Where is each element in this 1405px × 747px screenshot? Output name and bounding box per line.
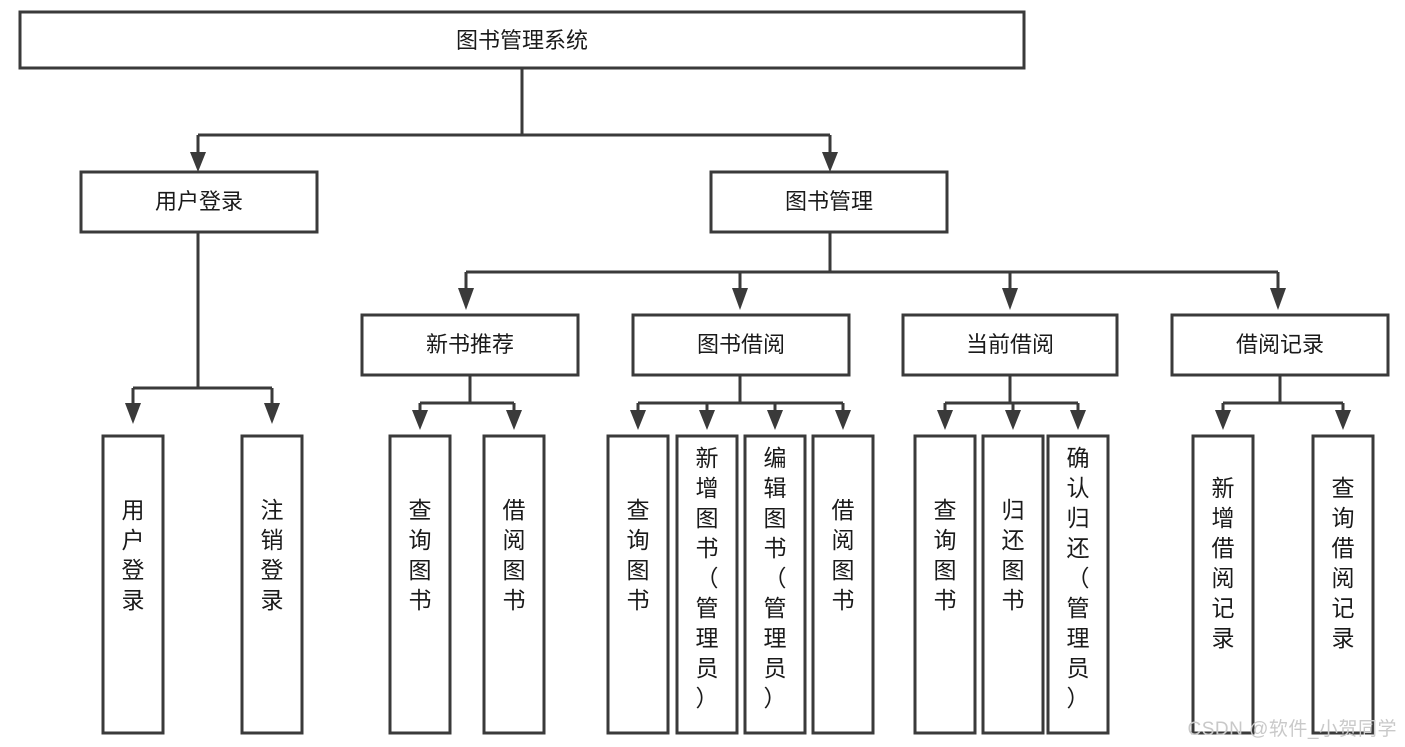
node-new-book-recommend-label: 新书推荐	[426, 332, 514, 357]
arrow-head-current-borrow-leaf-3	[1070, 410, 1086, 430]
leaf-box-add-book-admin	[675, 434, 739, 735]
leaf-label-borrow-book-1: 借阅图书	[503, 497, 526, 613]
leaf-box-add-borrow-record	[1191, 434, 1255, 735]
arrow-head-book-borrow-leaf-3	[767, 410, 783, 430]
arrow-head-borrow-record-leaf-2	[1335, 410, 1351, 430]
node-current-borrow-box	[901, 313, 1119, 377]
node-borrow-record-box	[1170, 313, 1390, 377]
leaf-node[interactable]: 查询图书	[913, 434, 977, 735]
leaf-label-add-borrow-record: 新增借阅记录	[1212, 475, 1235, 651]
leaf-node[interactable]: 注销登录	[240, 434, 304, 735]
leaf-node[interactable]: 确认归还（管理员）	[1046, 434, 1110, 735]
leaf-label-add-book-admin: 新增图书（管理员）	[696, 445, 719, 711]
arrow-head-book-mgmt	[822, 152, 838, 172]
arrow-head-leaf-logout	[264, 403, 280, 424]
leaf-node[interactable]: 新增借阅记录	[1191, 434, 1255, 735]
leaf-label-return-book: 归还图书	[1002, 497, 1025, 613]
leaf-label-query-book-2: 查询图书	[627, 497, 650, 613]
node-user-login-box	[79, 170, 319, 234]
leaf-node[interactable]: 查询图书	[388, 434, 452, 735]
leaf-label-edit-book-admin: 编辑图书（管理员）	[764, 445, 787, 711]
leaf-label-query-book-1: 查询图书	[409, 497, 432, 613]
leaf-node[interactable]: 借阅图书	[811, 434, 875, 735]
leaf-box-query-borrow-record	[1311, 434, 1375, 735]
leaf-node[interactable]: 新增图书（管理员）	[675, 434, 739, 735]
arrow-head-book-borrow	[732, 288, 748, 310]
leaf-box-logout	[240, 434, 304, 735]
arrow-head-user-login	[190, 152, 206, 172]
arrow-head-new-book-leaf-1	[412, 410, 428, 430]
leaf-node[interactable]: 查询图书	[606, 434, 670, 735]
node-book-management[interactable]: 图书管理	[709, 170, 949, 234]
node-user-login[interactable]: 用户登录	[79, 170, 319, 234]
leaf-label-confirm-return-admin: 确认归还（管理员）	[1067, 445, 1090, 711]
leaf-node[interactable]: 查询借阅记录	[1311, 434, 1375, 735]
arrow-head-book-borrow-leaf-1	[630, 410, 646, 430]
node-borrow-record[interactable]: 借阅记录	[1170, 313, 1390, 377]
node-book-borrow[interactable]: 图书借阅	[631, 313, 851, 377]
node-root-system[interactable]: 图书管理系统	[18, 10, 1026, 70]
node-book-management-label: 图书管理	[785, 189, 873, 214]
arrow-head-leaf-user-login	[125, 403, 141, 424]
leaf-box-query-book-3	[913, 434, 977, 735]
node-book-borrow-label: 图书借阅	[697, 332, 785, 357]
leaf-box-query-book-1	[388, 434, 452, 735]
leaf-node[interactable]: 编辑图书（管理员）	[743, 434, 807, 735]
leaf-box-confirm-return-admin	[1046, 434, 1110, 735]
node-book-borrow-box	[631, 313, 851, 377]
leaf-box-borrow-book-2	[811, 434, 875, 735]
node-borrow-record-label: 借阅记录	[1236, 332, 1324, 357]
arrow-head-book-borrow-leaf-2	[699, 410, 715, 430]
node-root-label: 图书管理系统	[456, 28, 588, 53]
leaf-label-query-borrow-record: 查询借阅记录	[1332, 475, 1355, 651]
watermark-text: CSDN @软件_小贺同学	[1187, 719, 1397, 740]
arrow-head-borrow-record	[1270, 288, 1286, 310]
arrow-head-borrow-record-leaf-1	[1215, 410, 1231, 430]
leaf-node[interactable]: 用户登录	[101, 434, 165, 735]
leaf-label-query-book-3: 查询图书	[934, 497, 957, 613]
arrow-head-current-borrow-leaf-1	[937, 410, 953, 430]
node-new-book-recommend-box	[360, 313, 580, 377]
node-current-borrow[interactable]: 当前借阅	[901, 313, 1119, 377]
arrow-head-new-book-recommend	[458, 288, 474, 310]
leaf-box-user-login	[101, 434, 165, 735]
leaf-box-return-book	[981, 434, 1045, 735]
leaf-label-user-login: 用户登录	[122, 497, 145, 613]
leaf-label-borrow-book-2: 借阅图书	[832, 497, 855, 613]
leaf-box-query-book-2	[606, 434, 670, 735]
node-book-management-box	[709, 170, 949, 234]
leaf-label-logout: 注销登录	[261, 497, 284, 613]
leaf-box-edit-book-admin	[743, 434, 807, 735]
arrow-head-current-borrow-leaf-2	[1005, 410, 1021, 430]
node-new-book-recommend[interactable]: 新书推荐	[360, 313, 580, 377]
node-root-box	[18, 10, 1026, 70]
arrow-head-new-book-leaf-2	[506, 410, 522, 430]
leaf-node[interactable]: 借阅图书	[482, 434, 546, 735]
arrow-head-book-borrow-leaf-4	[835, 410, 851, 430]
node-current-borrow-label: 当前借阅	[966, 332, 1054, 357]
arrow-head-current-borrow	[1002, 288, 1018, 310]
connectors-group	[125, 68, 1351, 430]
node-user-login-label: 用户登录	[155, 189, 243, 214]
leaf-node[interactable]: 归还图书	[981, 434, 1045, 735]
leaf-box-borrow-book-1	[482, 434, 546, 735]
